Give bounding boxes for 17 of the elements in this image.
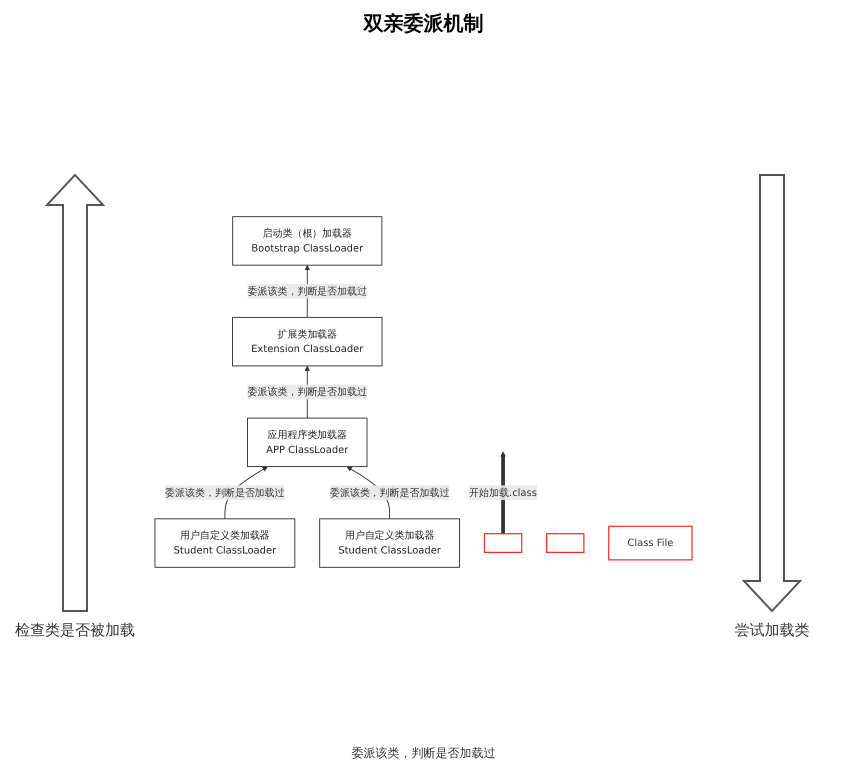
node-box: 用户自定义类加载器 Student ClassLoader <box>154 518 296 568</box>
note-text: 委派该类，判断是否加载过 <box>352 745 496 762</box>
node-box: 用户自定义类加载器 Student ClassLoader <box>319 518 460 568</box>
edge-label: 委派该类，判断是否加载过 <box>165 486 285 498</box>
edge-label: 开始加载.class <box>469 486 537 498</box>
arrow-label: 尝试加载类 <box>734 621 810 640</box>
arrow-label: 检查类是否被加载 <box>15 621 135 640</box>
node-box <box>484 533 522 554</box>
node-box: 扩展类加载器 Extension ClassLoader <box>232 316 382 366</box>
edge-label: 委派该类，判断是否加载过 <box>248 285 367 297</box>
node-box: 启动类（根）加载器 Bootstrap ClassLoader <box>232 216 382 266</box>
node-box: Class File <box>608 526 693 560</box>
node-box: 应用程序类加载器 APP ClassLoader <box>247 418 368 468</box>
edge-label: 委派该类，判断是否加载过 <box>248 386 367 398</box>
edge-label: 委派该类，判断是否加载过 <box>330 486 450 498</box>
node-box <box>546 533 584 554</box>
diagram-title: 双亲委派机制 <box>364 10 484 37</box>
